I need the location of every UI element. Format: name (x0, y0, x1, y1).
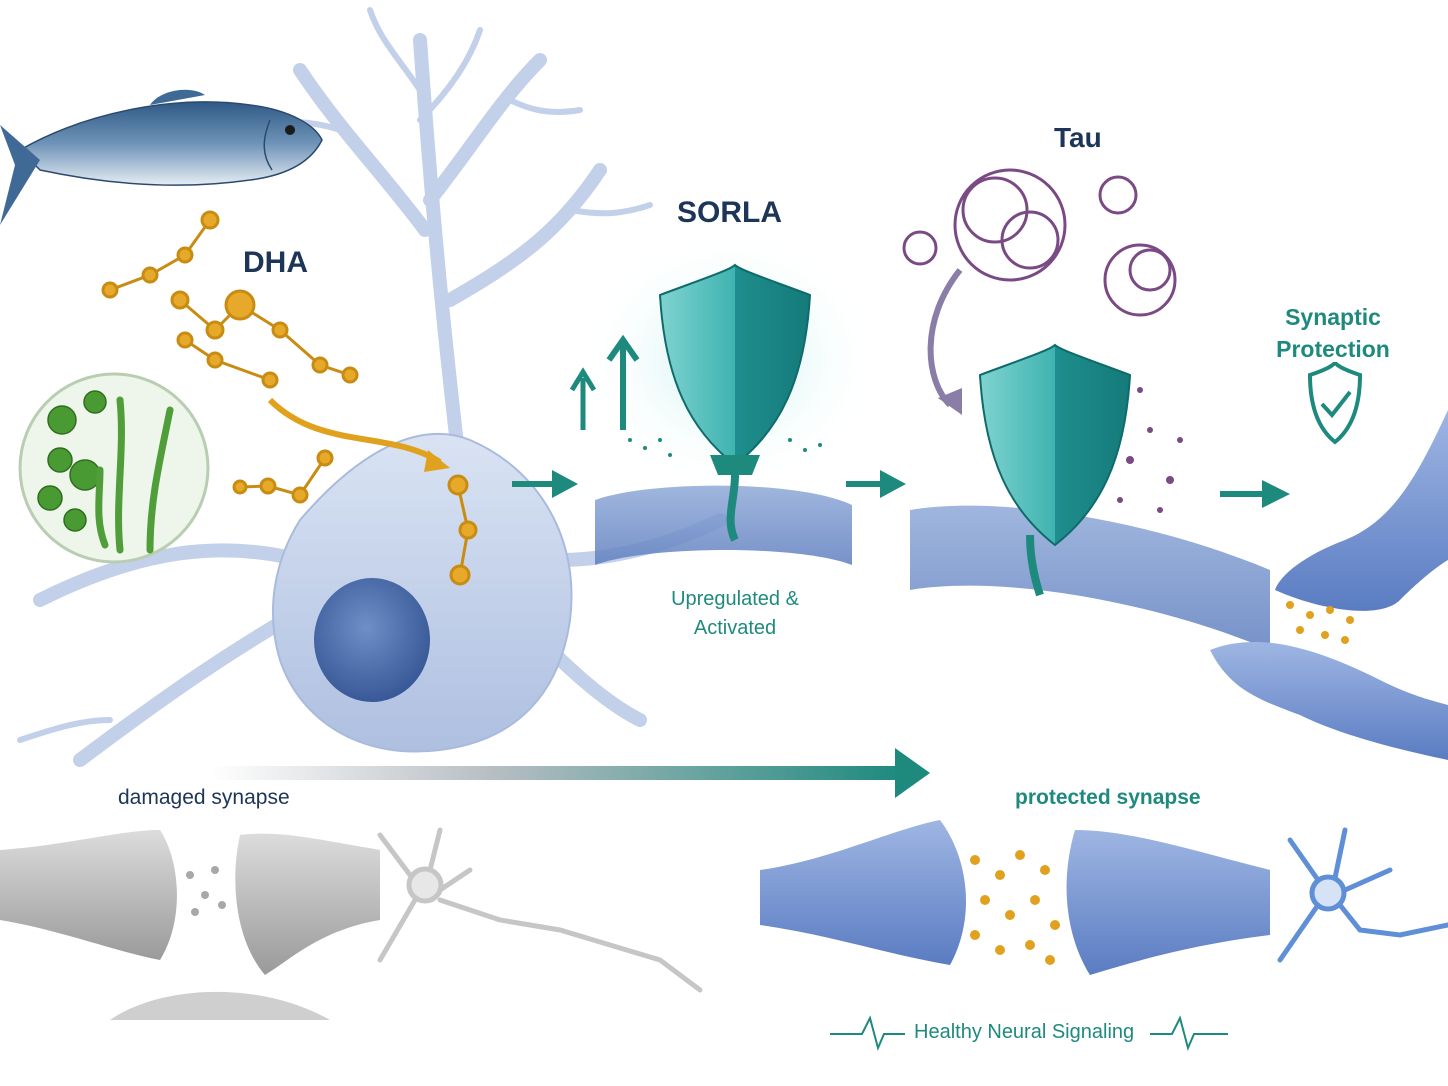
sorla-label: SORLA (677, 196, 782, 229)
upregulation-arrow-icon-small (569, 367, 597, 430)
algae-icon (18, 372, 210, 564)
synaptic-protection-label: Synaptic Protection (1276, 304, 1390, 362)
gray-neuron-icon (377, 827, 703, 993)
upregulated-label: Upregulated & Activated (671, 588, 799, 639)
sorla-shield-icon-2 (978, 343, 1132, 547)
nucleus (314, 578, 430, 702)
stage-arrow-3 (1220, 480, 1290, 508)
sorla-tau-panel (910, 343, 1270, 650)
blue-neuron-icon (1277, 827, 1448, 963)
signal-pulse-icon (830, 1015, 1228, 1052)
progression-arrow (210, 748, 930, 798)
sorla-panel (569, 230, 880, 565)
tau-arrow (927, 268, 963, 408)
tau-label: Tau (1054, 122, 1102, 153)
stage-arrow-1 (512, 470, 578, 498)
dha-molecules (101, 210, 478, 586)
damaged-synapse (0, 827, 703, 1020)
top-synapse (1210, 410, 1448, 760)
check-shield-icon (1307, 361, 1363, 445)
protected-synapse-label: protected synapse (1015, 786, 1201, 809)
upregulation-arrow-icon (606, 334, 640, 430)
damaged-synapse-label: damaged synapse (118, 786, 290, 809)
stage-arrow-2 (846, 470, 906, 498)
salmon-icon (0, 89, 323, 225)
dha-label: DHA (243, 246, 308, 279)
dha-uptake-arrow (267, 397, 442, 465)
protected-synapse (760, 820, 1448, 975)
sorla-shield-icon (658, 263, 812, 467)
healthy-signaling-label: Healthy Neural Signaling (914, 1021, 1135, 1043)
